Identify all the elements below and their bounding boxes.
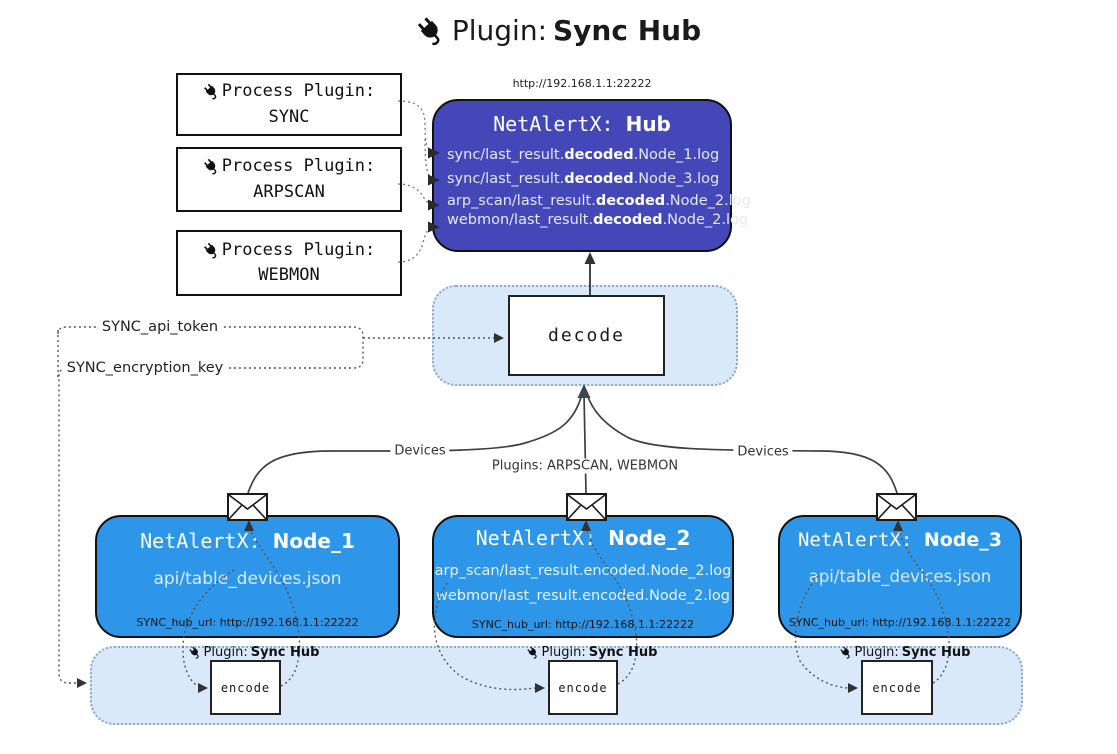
devices-label-right: Devices (733, 444, 793, 460)
sync-encryption-key-label: SYNC_encryption_key (63, 360, 227, 376)
node-title: NetAlertX: Node_1 (140, 529, 355, 553)
node-hub-url: SYNC_hub_url: http://192.168.1.1:22222 (471, 618, 695, 631)
node-file: api/table_devices.json (153, 569, 342, 589)
hub-url-label: http://192.168.1.1:22222 (512, 77, 652, 90)
sync-hub-plugin-label-3: Plugin:Sync Hub (840, 645, 970, 660)
node-2-box: NetAlertX: Node_2 arp_scan/last_result.e… (432, 515, 734, 638)
plug-icon (203, 83, 220, 100)
encode-box-1: encode (210, 660, 281, 715)
process-plugin-name: ARPSCAN (253, 181, 325, 202)
plugin-to-hub-connectors (397, 100, 432, 263)
hub-log-line: sync/last_result.decoded.Node_1.log (447, 147, 720, 163)
process-plugin-name: WEBMON (258, 265, 320, 285)
sync-hub-plugin-label-2: Plugin:Sync Hub (527, 645, 657, 660)
devices-label-left: Devices (390, 443, 450, 459)
plug-icon (203, 158, 220, 175)
page-title: Plugin: Sync Hub (0, 14, 1117, 47)
process-plugin-label: Process Plugin: (221, 156, 376, 176)
node-file: webmon/last_result.encoded.Node_2.log (435, 588, 730, 604)
hub-log-line: sync/last_result.decoded.Node_3.log (447, 171, 720, 187)
hub-title: NetAlertX: Hub (434, 112, 730, 136)
plug-icon (527, 646, 540, 659)
process-plugin-box-sync: Process Plugin: SYNC (176, 73, 402, 136)
process-plugin-label: Process Plugin: (221, 239, 376, 260)
page-title-name: Sync Hub (553, 14, 702, 47)
plug-icon (840, 646, 853, 659)
node-hub-url: SYNC_hub_url: http://192.168.1.1:22222 (788, 616, 1012, 629)
process-plugin-box-arpscan: Process Plugin: ARPSCAN (176, 147, 402, 212)
plug-icon (203, 242, 220, 259)
node-title: NetAlertX: Node_2 (475, 526, 691, 550)
node-file: arp_scan/last_result.encoded.Node_2.log (434, 563, 732, 579)
plug-icon (416, 16, 446, 46)
plug-icon (189, 646, 202, 659)
hub-log-line: arp_scan/last_result.decoded.Node_2.log (447, 193, 751, 209)
sync-hub-plugin-label-1: Plugin:Sync Hub (189, 645, 319, 660)
process-plugin-label: Process Plugin: (221, 81, 376, 101)
config-to-encode-arrowhead (77, 678, 87, 688)
node-3-box: NetAlertX: Node_3 api/table_devices.json… (778, 515, 1022, 638)
page-title-label: Plugin: (451, 14, 548, 47)
node-1-box: NetAlertX: Node_1 api/table_devices.json… (95, 515, 400, 638)
decode-in-arrowhead (577, 384, 591, 398)
hub-log-line: webmon/last_result.decoded.Node_2.log (447, 212, 749, 228)
node-hub-url: SYNC_hub_url: http://192.168.1.1:22222 (136, 616, 359, 629)
encode-box-2: encode (548, 660, 618, 715)
process-plugin-box-webmon: Process Plugin: WEBMON (176, 230, 402, 296)
process-plugin-name: SYNC (268, 106, 310, 127)
node-to-decode-curves (247, 393, 898, 494)
sync-api-token-label: SYNC_api_token (98, 319, 222, 335)
decode-box: decode (508, 295, 665, 376)
encode-box-3: encode (861, 660, 933, 715)
hub-title-label: NetAlertX: (493, 112, 614, 136)
decode-to-hub-arrowhead (584, 252, 596, 264)
plugins-label: Plugins: ARPSCAN, WEBMON (487, 458, 683, 474)
hub-title-name: Hub (625, 112, 671, 136)
node-file: api/table_devices.json (808, 567, 992, 586)
node-title: NetAlertX: Node_3 (797, 529, 1002, 551)
hub-box: NetAlertX: Hub sync/last_result.decoded.… (432, 99, 751, 252)
